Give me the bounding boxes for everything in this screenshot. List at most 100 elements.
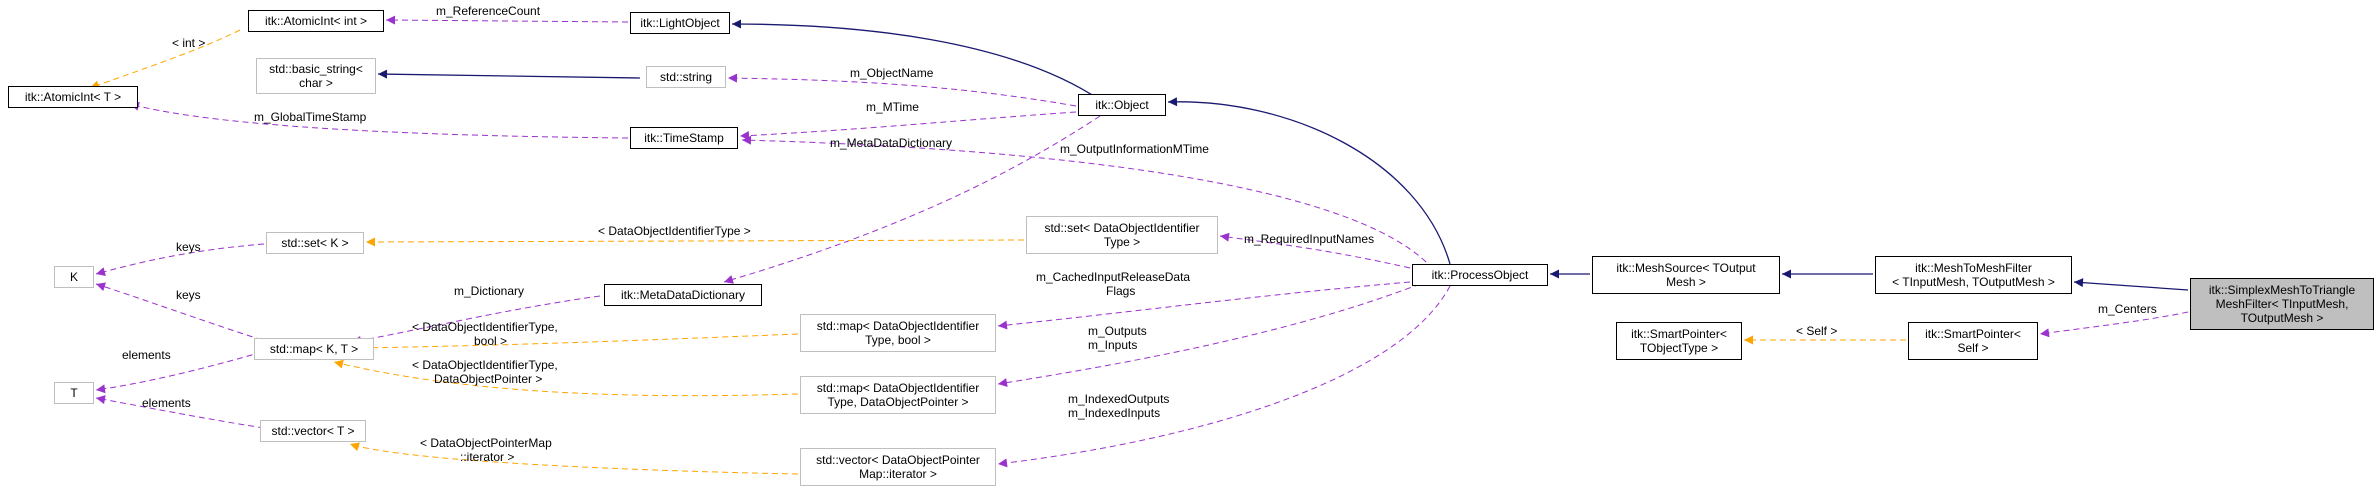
edge-processobject-to-map-dop <box>997 283 1421 388</box>
node-set-k[interactable]: std::set< K > <box>266 232 364 254</box>
edge-label-object-name: m_ObjectName <box>850 66 934 80</box>
edge-label-doi-dop-1: < DataObjectIdentifierType, <box>412 358 558 372</box>
edge-label-required-input-names: m_RequiredInputNames <box>1244 232 1375 246</box>
edge-label-elements-vector: elements <box>142 396 191 410</box>
node-object[interactable]: itk::Object <box>1078 94 1166 116</box>
node-label: itk::ProcessObject <box>1431 268 1529 282</box>
node-std-string[interactable]: std::string <box>646 66 726 88</box>
node-map-dop[interactable]: std::map< DataObjectIdentifier Type, Dat… <box>800 376 996 414</box>
edge-map-to-t <box>95 351 263 394</box>
node-set-doi[interactable]: std::set< DataObjectIdentifier Type > <box>1026 216 1218 254</box>
node-label: itk::SmartPointer< <box>1925 327 2021 341</box>
edge-label-dictionary: m_Dictionary <box>454 284 525 298</box>
node-label: std::map< DataObjectIdentifier <box>816 319 980 333</box>
edge-label-cached-flags-2: Flags <box>1106 284 1136 298</box>
edge-label-doi-bool-2: bool > <box>474 334 508 348</box>
node-label: itk::LightObject <box>640 16 720 30</box>
node-atomicint-int[interactable]: itk::AtomicInt< int > <box>248 10 384 32</box>
edge-label-cached-flags-1: m_CachedInputReleaseData <box>1036 270 1191 284</box>
node-smartpointer-self[interactable]: itk::SmartPointer< Self > <box>1908 322 2038 360</box>
node-label: Mesh > <box>1666 275 1706 289</box>
edge-processobject-to-set-doi <box>1219 232 1411 269</box>
edge-label-centers: m_Centers <box>2098 302 2157 316</box>
edge-label-mtime: m_MTime <box>866 100 919 114</box>
node-metadatadictionary[interactable]: itk::MetaDataDictionary <box>604 284 762 306</box>
edge-label-doi-dop-2: DataObjectPointer > <box>434 372 543 386</box>
edge-map-bool-to-map-kt <box>349 333 799 353</box>
node-lightobject[interactable]: itk::LightObject <box>630 12 730 34</box>
edge-label-reference-count: m_ReferenceCount <box>436 4 541 18</box>
node-label: char > <box>299 76 333 90</box>
node-simplex-mesh-to-triangle-mesh-filter[interactable]: itk::SimplexMeshToTriangle MeshFilter< T… <box>2190 278 2374 330</box>
node-meshsource[interactable]: itk::MeshSource< TOutput Mesh > <box>1592 256 1780 294</box>
edge-processobject-to-map-bool <box>997 281 1411 330</box>
node-label: std::map< DataObjectIdentifier <box>816 381 980 395</box>
edge-map-dop-to-map-kt <box>333 359 799 397</box>
edge-metadatadictionary-to-map <box>351 295 601 345</box>
node-label: < TInputMesh, TOutputMesh > <box>1892 275 2055 289</box>
edge-object-to-string <box>727 73 1077 107</box>
edge-label-keys-map: keys <box>176 288 201 302</box>
edge-label-doi-bool-1: < DataObjectIdentifierType, <box>412 320 558 334</box>
edge-label-indexed-outputs: m_IndexedOutputs <box>1068 392 1170 406</box>
edge-processobject-to-object <box>1167 97 1451 265</box>
edge-atomicint-int-to-atomicint-t <box>89 29 241 90</box>
node-meshtomeshfilter[interactable]: itk::MeshToMeshFilter < TInputMesh, TOut… <box>1875 256 2072 294</box>
edge-object-to-lightobject <box>731 19 1101 101</box>
node-label: std::string <box>659 70 713 84</box>
edge-label-elements-map: elements <box>122 348 171 362</box>
edge-label-doi-type: < DataObjectIdentifierType > <box>598 224 751 238</box>
edge-label-dop-iter-2: ::iterator > <box>460 450 515 464</box>
node-label: itk::SimplexMeshToTriangle <box>2208 283 2356 297</box>
edge-lightobject-to-atomicint <box>385 15 629 25</box>
node-smartpointer-tobject[interactable]: itk::SmartPointer< TObjectType > <box>1616 322 1742 360</box>
node-vector-t[interactable]: std::vector< T > <box>260 420 366 442</box>
node-label: std::vector< T > <box>271 424 355 438</box>
edge-vector-dop-to-vector-t <box>349 442 799 475</box>
node-label: Map::iterator > <box>859 467 937 481</box>
node-label: TObjectType > <box>1639 341 1719 355</box>
edge-processobject-to-timestamp <box>741 135 1427 263</box>
node-label: T <box>70 386 78 400</box>
node-t[interactable]: T <box>54 382 94 404</box>
edge-timestamp-to-atomicint <box>129 101 629 139</box>
node-label: Type, DataObjectPointer > <box>827 395 969 409</box>
node-label: itk::MeshToMeshFilter <box>1915 261 2032 275</box>
node-label: itk::SmartPointer< <box>1631 327 1727 341</box>
node-label: Type, bool > <box>865 333 931 347</box>
edge-label-keys-set: keys <box>176 240 201 254</box>
node-label: itk::AtomicInt< T > <box>24 90 122 104</box>
edge-label-dop-iter-1: < DataObjectPointerMap <box>420 436 552 450</box>
edge-simplex-to-smartpointer-self <box>2039 311 2189 338</box>
node-label: itk::Object <box>1095 98 1149 112</box>
node-label: itk::TimeStamp <box>644 131 724 145</box>
edge-set-doi-to-set-k <box>365 237 1025 247</box>
edge-label-indexed-inputs: m_IndexedInputs <box>1068 406 1161 420</box>
node-label: std::vector< DataObjectPointer <box>816 453 980 467</box>
node-basic-string[interactable]: std::basic_string< char > <box>256 58 376 94</box>
edge-object-to-metadatadictionary <box>723 115 1101 284</box>
edge-label-metadata-dictionary: m_MetaDataDictionary <box>830 136 953 150</box>
node-vector-dop[interactable]: std::vector< DataObjectPointer Map::iter… <box>800 448 996 486</box>
node-label: itk::MeshSource< TOutput <box>1616 261 1756 275</box>
edge-processobject-to-vector-dop <box>997 285 1451 468</box>
node-label: TOutputMesh > <box>2240 311 2324 325</box>
edge-label-inputs: m_Inputs <box>1088 338 1138 352</box>
node-timestamp[interactable]: itk::TimeStamp <box>630 127 738 149</box>
node-map-bool[interactable]: std::map< DataObjectIdentifier Type, boo… <box>800 314 996 352</box>
node-label: itk::MetaDataDictionary <box>620 288 746 302</box>
node-label: Type > <box>1103 235 1141 249</box>
node-label: std::set< DataObjectIdentifier <box>1044 221 1200 235</box>
node-label: itk::AtomicInt< int > <box>264 14 368 28</box>
edge-label-int: < int > <box>172 36 206 50</box>
edge-map-to-k <box>95 282 263 341</box>
node-processobject[interactable]: itk::ProcessObject <box>1412 264 1548 286</box>
node-atomicint-t[interactable]: itk::AtomicInt< T > <box>8 86 138 108</box>
edge-set-to-k <box>95 243 265 276</box>
edge-simplex-to-meshtomesh <box>2073 278 2189 291</box>
node-map-kt[interactable]: std::map< K, T > <box>254 338 374 360</box>
edge-label-self: < Self > <box>1796 324 1838 338</box>
node-k[interactable]: K <box>54 266 94 288</box>
node-label: MeshFilter< TInputMesh, <box>2215 297 2349 311</box>
node-label: std::set< K > <box>281 236 349 250</box>
